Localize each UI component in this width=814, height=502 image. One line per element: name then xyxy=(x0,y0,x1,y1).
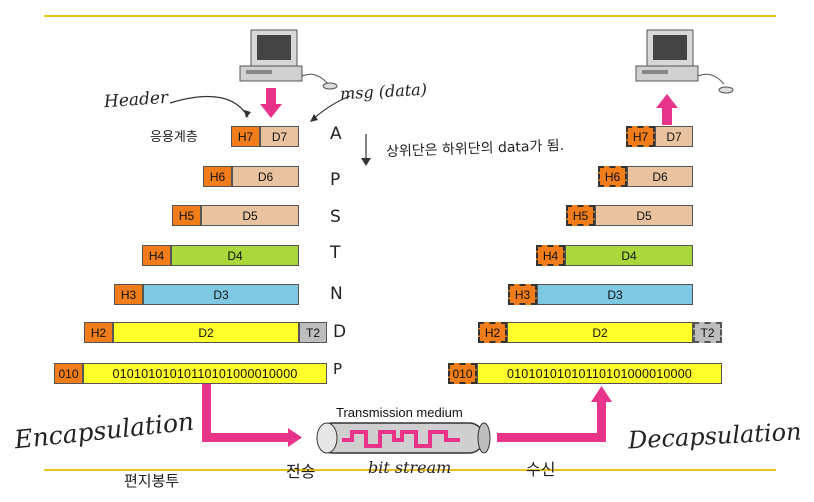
right-data-d3: D3 xyxy=(537,284,693,305)
left-data-d6: D6 xyxy=(232,166,299,187)
layer-letter-transport: T xyxy=(330,243,341,263)
right-data-d7: D7 xyxy=(655,126,693,147)
right-bit-header: 010 xyxy=(448,363,477,384)
receive-note: 수신 xyxy=(526,460,556,479)
left-data-d5: D5 xyxy=(201,205,299,226)
layer-letter-session: S xyxy=(330,207,341,227)
right-data-d4: D4 xyxy=(565,245,693,266)
left-header-h7: H7 xyxy=(231,126,260,147)
left-header-h4: H4 xyxy=(142,245,171,266)
app-layer-note: 응용계층 xyxy=(150,130,198,145)
send-down-arrow xyxy=(260,88,282,118)
transmission-medium-label: Transmission medium xyxy=(336,405,463,420)
encapsulation-arrow xyxy=(202,384,302,447)
layer-letter-application: A xyxy=(330,124,342,144)
layer-letter-presentation: P xyxy=(330,170,341,190)
top-rule xyxy=(44,15,776,17)
right-header-h2: H2 xyxy=(478,322,507,343)
receive-up-arrow xyxy=(656,94,678,125)
left-header-h2: H2 xyxy=(84,322,113,343)
left-data-d3: D3 xyxy=(143,284,299,305)
left-header-h5: H5 xyxy=(172,205,201,226)
left-header-h3: H3 xyxy=(114,284,143,305)
right-data-d6: D6 xyxy=(627,166,693,187)
bitstream-note: bit stream xyxy=(368,458,452,477)
layer-letter-network: N xyxy=(330,284,343,304)
right-header-h6: H6 xyxy=(598,166,627,187)
right-data-d5: D5 xyxy=(595,205,693,226)
decapsulation-arrow xyxy=(497,386,612,442)
left-data-d7: D7 xyxy=(260,126,299,147)
left-header-h6: H6 xyxy=(203,166,232,187)
transmission-cable-icon xyxy=(316,422,491,454)
layer-letter-physical: P xyxy=(333,360,343,378)
receiver-computer-icon xyxy=(635,29,734,94)
right-header-h4: H4 xyxy=(536,245,565,266)
envelope-note: 편지봉투 xyxy=(124,472,180,490)
transmit-note: 전송 xyxy=(286,462,316,481)
right-header-h5: H5 xyxy=(566,205,595,226)
right-bitstream: 01010101010110101000010000 xyxy=(477,363,722,384)
bottom-rule xyxy=(44,469,776,471)
left-data-d4: D4 xyxy=(171,245,299,266)
right-data-d2: D2 xyxy=(507,322,693,343)
left-bit-header: 010 xyxy=(54,363,83,384)
left-data-d2: D2 xyxy=(113,322,299,343)
right-header-h7: H7 xyxy=(626,126,655,147)
left-trailer-t2: T2 xyxy=(299,322,327,343)
layer-letter-datalink: D xyxy=(333,322,347,342)
header-pointer xyxy=(169,96,249,118)
right-trailer-t2: T2 xyxy=(693,322,722,343)
right-header-h3: H3 xyxy=(508,284,537,305)
sender-computer-icon xyxy=(239,29,338,90)
left-bitstream: 01010101010110101000010000 xyxy=(83,363,327,384)
